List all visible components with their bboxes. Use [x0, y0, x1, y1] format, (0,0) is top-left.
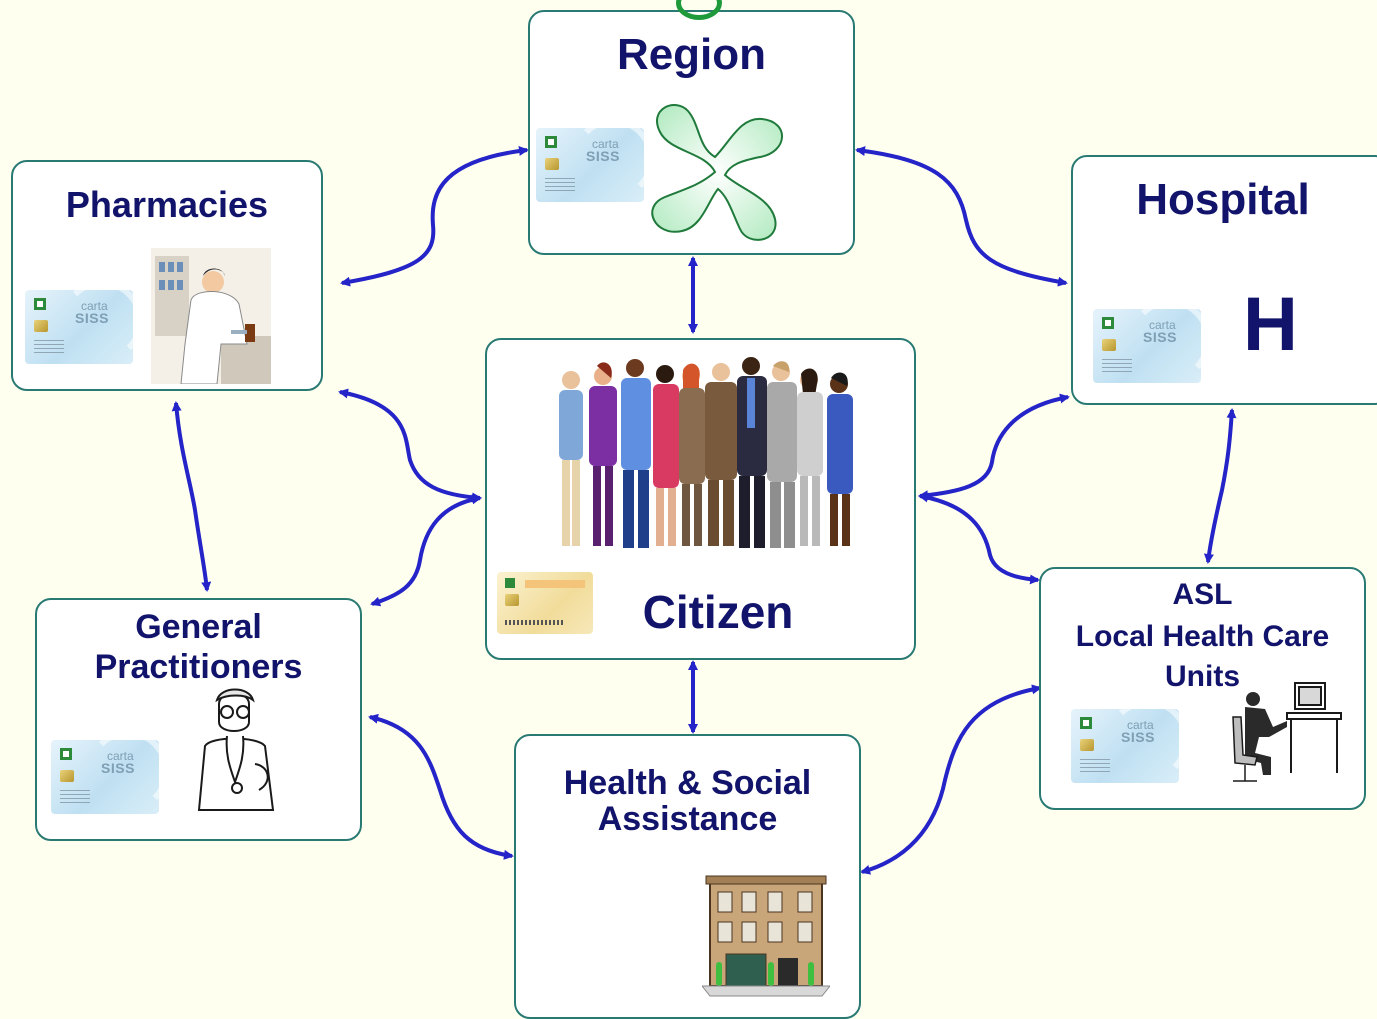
- card-brand-top: carta: [592, 137, 619, 151]
- region-title: Region: [616, 30, 767, 79]
- asl-title-line2: Local Health Care: [1075, 620, 1330, 653]
- siss-card-icon: carta SISS: [1093, 309, 1201, 383]
- citizen-node: Citizen: [485, 338, 916, 660]
- person-at-computer-icon: [1232, 682, 1342, 782]
- asl-title-line1: ASL: [1172, 578, 1233, 611]
- arrow-region-hospital: [855, 146, 1068, 287]
- person-figure: [679, 363, 705, 546]
- health-social-node: Health & Social Assistance: [514, 734, 861, 1019]
- arrow-hospital-asl: [1203, 408, 1237, 564]
- arrow-hospital-citizen: [918, 393, 1070, 501]
- person-figure: [621, 359, 651, 548]
- person-figure: [589, 362, 617, 546]
- person-figure: [653, 365, 679, 546]
- asl-node: ASL Local Health Care Units carta SISS: [1039, 567, 1366, 810]
- group-of-people-clipart-icon: [559, 357, 853, 548]
- card-brand-bottom: SISS: [1121, 729, 1155, 745]
- gp-title-line1: General: [135, 608, 262, 646]
- person-figure: [827, 372, 853, 546]
- hospital-h-symbol: H: [1243, 282, 1298, 367]
- card-brand-bottom: SISS: [75, 310, 109, 326]
- general-practitioners-node: General Practitioners carta SISS: [35, 598, 362, 841]
- siss-card-icon: carta SISS: [25, 290, 133, 364]
- card-brand-top: carta: [1149, 318, 1176, 332]
- card-brand-bottom: SISS: [586, 148, 620, 164]
- siss-card-icon: carta SISS: [51, 740, 159, 814]
- health-social-title-line1: Health & Social: [563, 764, 812, 802]
- arrow-citizen-asl: [918, 492, 1040, 585]
- card-brand-bottom: SISS: [101, 760, 135, 776]
- top-partial-shape: [676, 0, 722, 20]
- lombardy-region-flower-icon: [651, 104, 783, 241]
- arrow-asl-health: [860, 684, 1042, 875]
- arrow-gp-health: [368, 713, 514, 860]
- card-brand-top: carta: [1127, 718, 1154, 732]
- doctor-clipart-icon: [197, 688, 275, 811]
- card-brand-bottom: SISS: [1143, 329, 1177, 345]
- arrow-citizen-gp: [370, 494, 482, 607]
- arrow-pharmacies-gp: [171, 401, 212, 592]
- citizen-title: Citizen: [642, 586, 794, 638]
- person-figure: [767, 361, 797, 548]
- person-figure: [705, 363, 737, 546]
- arrow-pharmacies-citizen: [338, 388, 482, 503]
- card-brand-top: carta: [81, 299, 108, 313]
- pharmacies-node: Pharmacies carta SISS: [11, 160, 323, 391]
- pharmacies-title: Pharmacies: [65, 184, 269, 225]
- health-social-title-line2: Assistance: [597, 800, 778, 838]
- gp-title-line2: Practitioners: [94, 648, 303, 686]
- region-node: Region carta SISS: [528, 10, 855, 255]
- card-brand-top: carta: [107, 749, 134, 763]
- citizen-id-card-icon: [497, 572, 593, 634]
- person-figure: [559, 371, 583, 546]
- siss-card-icon: carta SISS: [1071, 709, 1179, 783]
- hospital-node: Hospital carta SISS H: [1071, 155, 1377, 405]
- person-figure: [797, 368, 823, 546]
- building-clipart-icon: [702, 875, 830, 997]
- pharmacist-clipart-icon: [151, 248, 271, 384]
- arrow-region-pharmacies: [340, 146, 529, 287]
- hospital-title: Hospital: [1136, 175, 1310, 224]
- siss-card-icon: carta SISS: [536, 128, 644, 202]
- asl-title-line3: Units: [1165, 660, 1240, 693]
- person-figure: [737, 357, 767, 548]
